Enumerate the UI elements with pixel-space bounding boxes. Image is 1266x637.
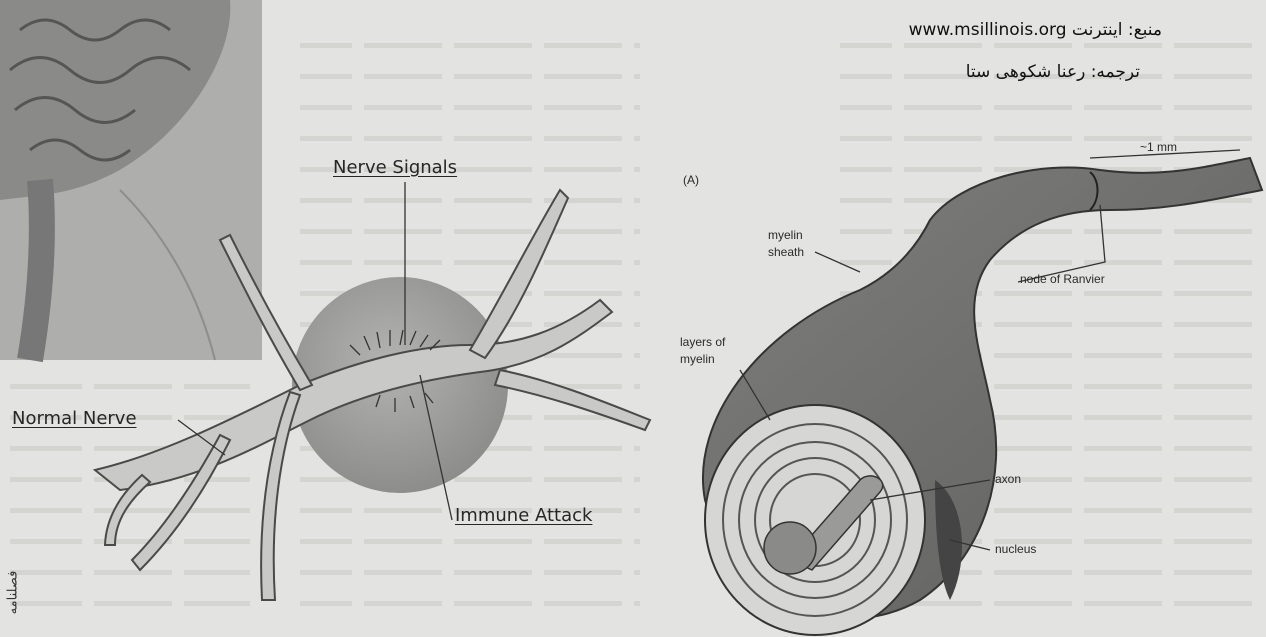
margin-running-text: فصلنامه xyxy=(6,558,21,628)
source-credit: منبع: اینترنت www.msillinois.org xyxy=(782,20,1162,40)
label-normal-nerve: Normal Nerve xyxy=(12,408,137,429)
brain-illustration xyxy=(0,0,262,360)
label-node-of-ranvier: node of Ranvier xyxy=(1020,272,1105,286)
label-myelin: myelin xyxy=(768,228,803,242)
label-nucleus: nucleus xyxy=(995,542,1036,556)
panel-label-a: (A) xyxy=(683,173,699,187)
label-scale-1mm: ~1 mm xyxy=(1140,140,1177,154)
label-layers-myelin: myelin xyxy=(680,352,715,366)
label-layers-of: layers of xyxy=(680,335,725,349)
translator-credit: ترجمه: رعنا شکوهی ستا xyxy=(782,62,1140,82)
label-nerve-signals: Nerve Signals xyxy=(333,157,457,178)
label-sheath: sheath xyxy=(768,245,804,259)
label-immune-attack: Immune Attack xyxy=(455,505,592,526)
label-axon: axon xyxy=(995,472,1021,486)
